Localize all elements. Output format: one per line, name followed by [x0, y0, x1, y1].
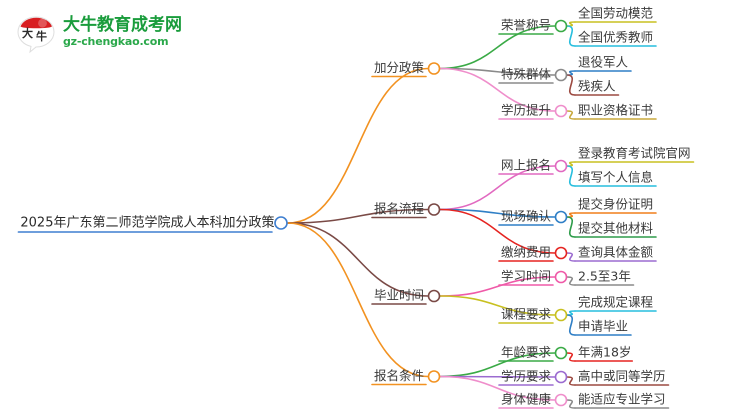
child-node-0-2[interactable] [554, 104, 568, 118]
child-node-1-1[interactable] [554, 210, 568, 224]
leaf-label-0-1-1: 残疾人 [578, 79, 616, 94]
child-node-0-0[interactable] [554, 19, 568, 33]
logo-subtitle: gz-chengkao.com [63, 35, 169, 48]
leaf-label-1-2-0: 查询具体金额 [578, 245, 654, 260]
leaf-label-0-0-0: 全国劳动模范 [578, 6, 653, 21]
branch-node-2[interactable] [427, 289, 441, 303]
child-node-3-2[interactable] [554, 393, 568, 407]
leaf-label-3-2-0: 能适应专业学习 [578, 392, 666, 407]
child-label-3-1: 学历要求 [501, 369, 552, 384]
child-label-2-0: 学习时间 [501, 269, 551, 284]
branch-label-1: 报名流程 [374, 201, 425, 216]
child-label-3-0: 年龄要求 [501, 345, 552, 360]
branch-node-0[interactable] [427, 62, 441, 75]
leaf-label-1-1-1: 提交其他材料 [578, 221, 654, 236]
branch-node-3[interactable] [427, 370, 441, 383]
leaf-label-1-1-0: 提交身份证明 [578, 197, 653, 212]
branch-node-1[interactable] [427, 203, 441, 216]
daniu-bull-logo-icon: 大 牛 [14, 10, 58, 54]
root-label: 2025年广东第二师范学院成人本科加分政策 [20, 215, 274, 231]
branch-label-0: 加分政策 [374, 60, 425, 75]
leaf-label-0-0-1: 全国优秀教师 [578, 30, 653, 45]
leaf-label-1-0-1: 填写个人信息 [578, 170, 653, 185]
branch-label-2: 毕业时间 [374, 288, 424, 303]
child-label-0-1: 特殊群体 [501, 67, 552, 82]
leaf-label-2-0-0: 2.5至3年 [578, 269, 631, 284]
site-logo[interactable]: 大 牛 大牛教育成考网 gz-chengkao.com [14, 8, 194, 56]
child-label-1-0: 网上报名 [501, 158, 551, 173]
leaf-label-2-1-1: 申请毕业 [578, 319, 628, 334]
root-node[interactable] [274, 216, 288, 230]
child-label-0-0: 荣誉称号 [501, 18, 551, 33]
child-node-2-0[interactable] [554, 270, 568, 284]
child-node-3-1[interactable] [554, 370, 568, 384]
child-label-1-2: 缴纳费用 [501, 245, 551, 260]
leaf-label-0-1-0: 退役军人 [578, 55, 629, 70]
child-node-1-0[interactable] [554, 159, 568, 173]
leaf-label-0-2-0: 职业资格证书 [578, 103, 653, 118]
child-label-0-2: 学历提升 [501, 103, 551, 118]
child-node-2-1[interactable] [554, 308, 568, 322]
child-node-0-1[interactable] [554, 68, 568, 82]
svg-text:大: 大 [22, 26, 33, 40]
child-label-2-1: 课程要求 [501, 307, 552, 322]
leaf-label-2-1-0: 完成规定课程 [578, 295, 654, 310]
child-label-3-2: 身体健康 [501, 392, 552, 407]
leaf-label-3-0-0: 年满18岁 [578, 345, 631, 360]
svg-text:牛: 牛 [36, 29, 47, 43]
child-node-3-0[interactable] [554, 346, 568, 360]
leaf-label-3-1-0: 高中或同等学历 [578, 369, 666, 384]
logo-title: 大牛教育成考网 [63, 15, 182, 35]
leaf-label-1-0-0: 登录教育考试院官网 [578, 146, 691, 161]
child-label-1-1: 现场确认 [501, 209, 552, 224]
child-node-1-2[interactable] [554, 246, 568, 260]
branch-label-3: 报名条件 [374, 368, 424, 383]
